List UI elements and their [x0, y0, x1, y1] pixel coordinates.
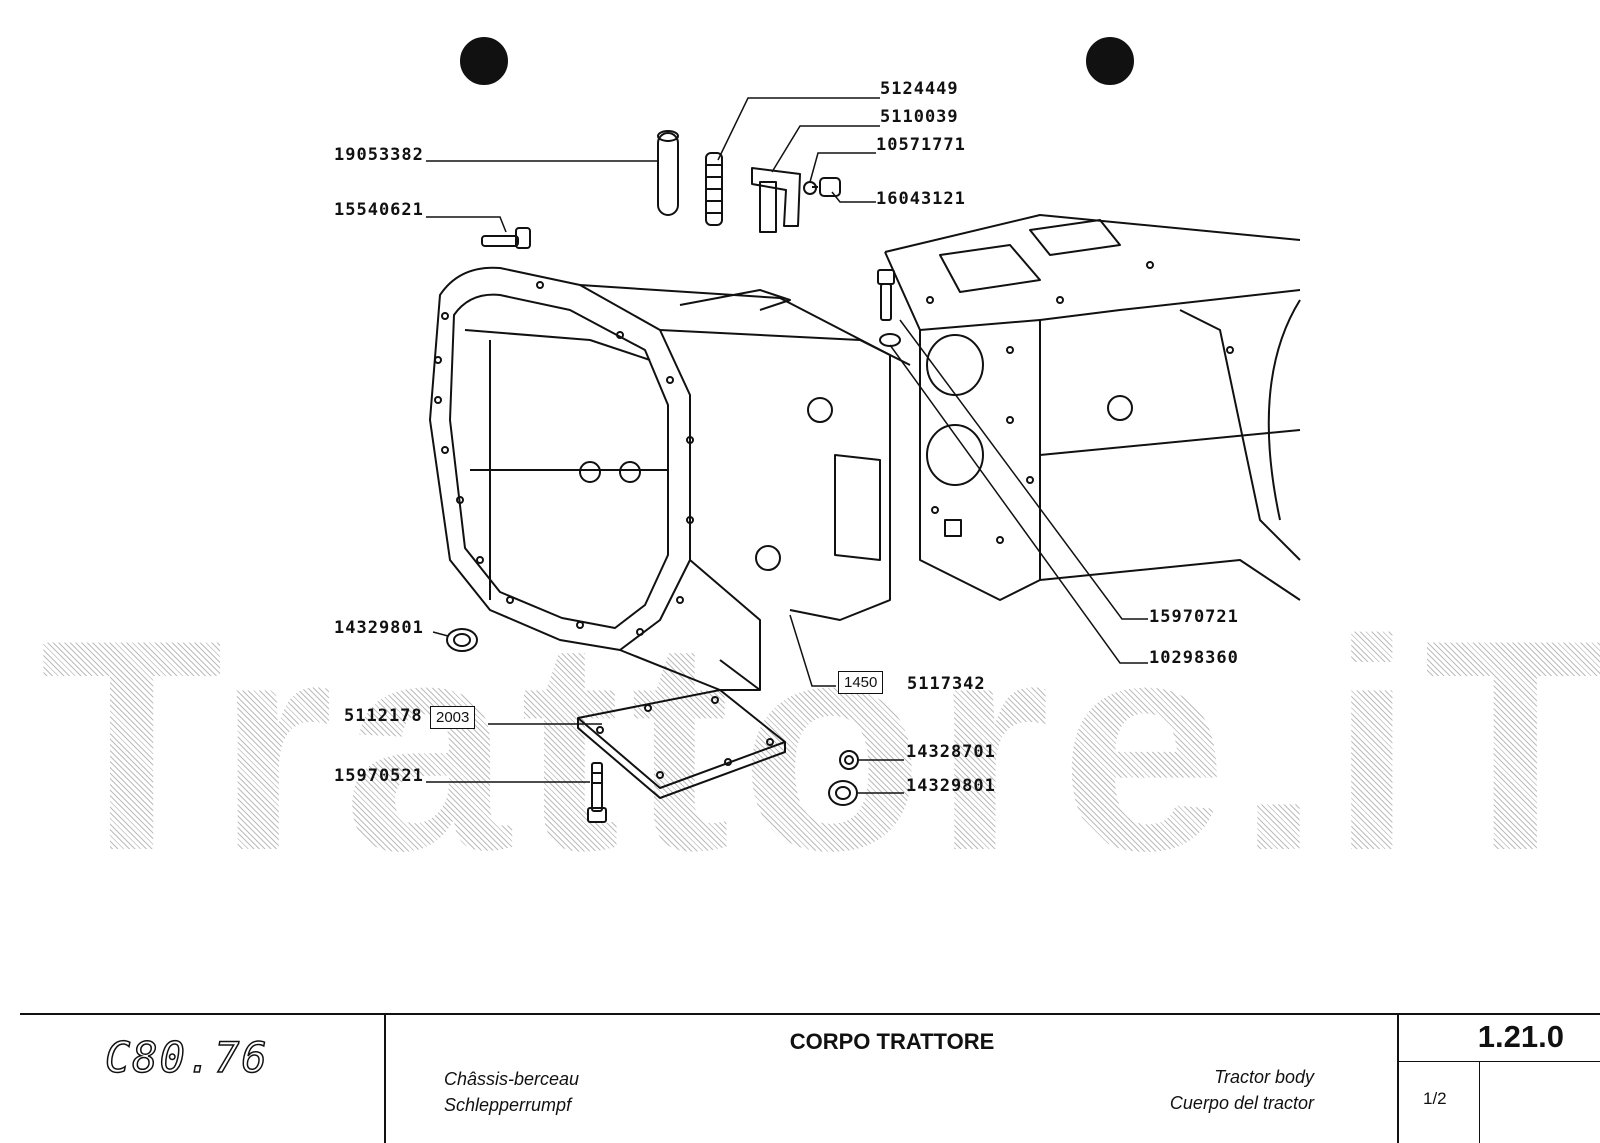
code-box: 1450 [838, 671, 884, 694]
page-title: CORPO TRATTORE [789, 1029, 995, 1054]
part-label: 14329801 [906, 776, 996, 796]
part-label: 5117342 [907, 674, 986, 694]
spring-pin-5124449 [705, 152, 723, 226]
part-label: 19053382 [334, 145, 424, 165]
clutch-housing [429, 266, 911, 691]
bolt-15540621 [481, 227, 531, 249]
divider [1399, 1061, 1600, 1062]
registration-dot-left [460, 37, 508, 85]
part-label: 14329801 [334, 618, 424, 638]
part-label: 15540621 [334, 200, 424, 220]
title-german: Schlepperrumpf [444, 1095, 572, 1115]
seal-14329801-a [446, 628, 478, 652]
registration-dot-right [1086, 37, 1134, 85]
plug-14329801-b [828, 780, 858, 806]
pin-19053382 [657, 130, 679, 216]
sheet-page-number: 1/2 [1423, 1089, 1447, 1108]
bolt-16043121 [812, 177, 841, 197]
part-label: 5112178 [344, 706, 423, 726]
exploded-diagram [426, 37, 1301, 823]
part-label: 10571771 [876, 135, 966, 155]
bolt-15970521 [587, 762, 607, 823]
cover-plate-5112178 [577, 689, 786, 799]
model-logo: C80.76 [104, 1032, 269, 1083]
title-spanish: Cuerpo del tractor [1169, 1093, 1314, 1113]
title-block: C80.76 CORPO TRATTORE Châssis-berceau Sc… [20, 1013, 1600, 1143]
part-label: 5110039 [880, 107, 959, 127]
title-english: Tractor body [1214, 1067, 1314, 1087]
sheet-code: 1.21.0 [1477, 1019, 1564, 1054]
part-label: 16043121 [876, 189, 966, 209]
title-french: Châssis-berceau [444, 1069, 580, 1089]
divider [1479, 1062, 1480, 1143]
model-cell: C80.76 [20, 1015, 382, 1143]
bracket-5110039 [751, 167, 801, 233]
leader-lines [426, 97, 1148, 794]
bolt-15970721 [877, 269, 895, 321]
code-box: 2003 [430, 706, 476, 729]
sheet-cell: 1.21.0 1/2 [1397, 1015, 1600, 1143]
center-housing [884, 214, 1301, 601]
plug-14328701 [839, 750, 859, 770]
title-cell: CORPO TRATTORE Châssis-berceau Schlepper… [384, 1015, 1398, 1143]
part-label: 15970721 [1149, 607, 1239, 627]
part-label: 15970521 [334, 766, 424, 786]
washer-10298360 [879, 333, 901, 347]
part-label: 10298360 [1149, 648, 1239, 668]
part-label: 14328701 [906, 742, 996, 762]
part-label: 5124449 [880, 79, 959, 99]
